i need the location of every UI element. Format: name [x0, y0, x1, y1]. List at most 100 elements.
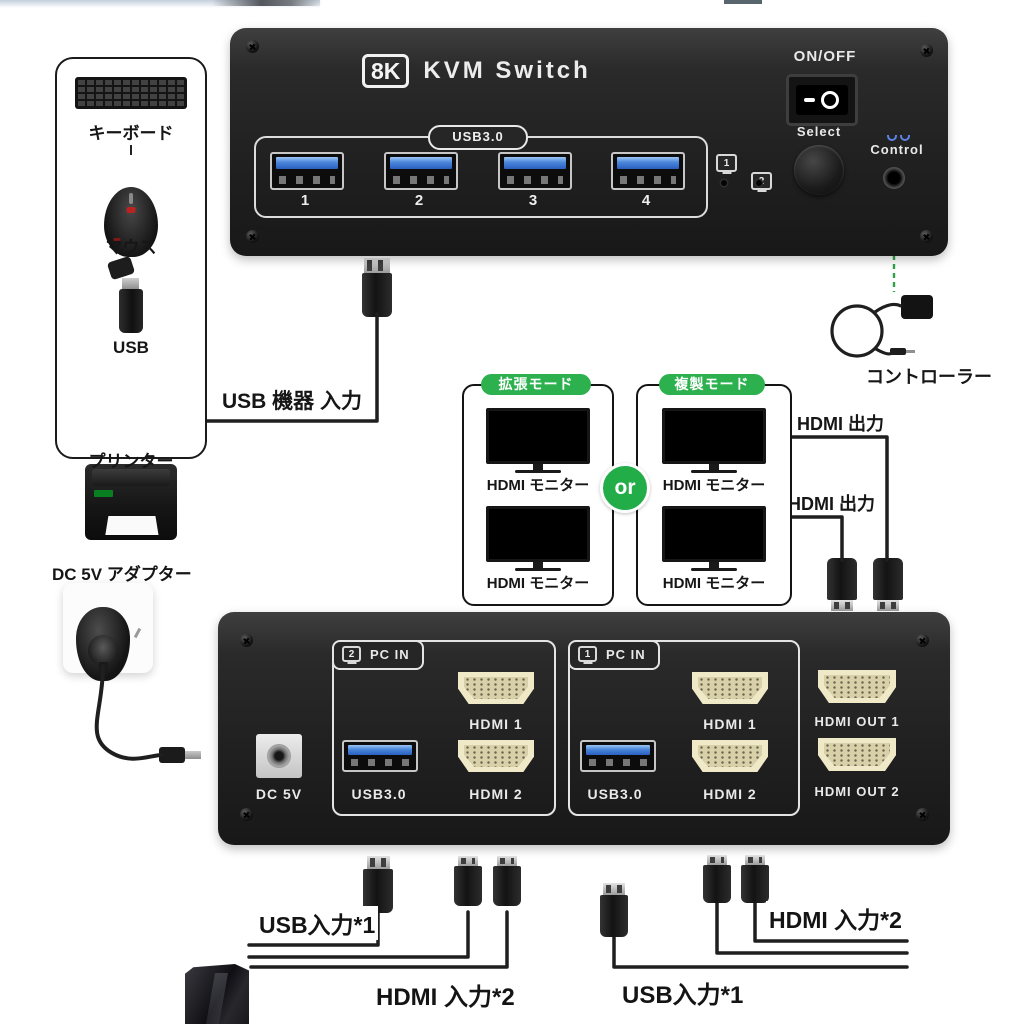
pc2-hdmi1-port: [458, 672, 534, 704]
screw-icon: [240, 634, 253, 647]
power-label: ON/OFF: [793, 48, 857, 65]
port-number-4: 4: [641, 192, 651, 209]
pc1-badge: 1: [584, 648, 591, 660]
pc-right-usb-cable: [612, 934, 909, 969]
pc1-group-label: PC IN: [606, 646, 646, 662]
indicator-1-number: 1: [723, 157, 730, 169]
screw-icon: [246, 230, 259, 243]
usb-port-2: [384, 152, 458, 190]
screw-icon: [246, 40, 259, 53]
hdmi-monitor-label: HDMI モニター: [486, 477, 590, 494]
pc-right-hdmi-label: HDMI 入力*2: [766, 901, 905, 935]
monitor-screen: [662, 506, 766, 562]
pc-left-usb-label: USB入力*1: [256, 906, 379, 940]
dc-barrel-socket: [267, 744, 291, 768]
hdmi-monitor-label: HDMI モニター: [486, 575, 590, 592]
power-on-glyph: [821, 90, 840, 109]
top-strip-smudge: [212, 0, 322, 6]
hdmi-out2-port: [818, 738, 896, 771]
monitor-stand: [533, 562, 543, 568]
screw-icon: [916, 808, 929, 821]
controller-cable-loop: [830, 304, 884, 358]
monitor-base: [691, 568, 737, 571]
monitor-base: [515, 568, 561, 571]
monitor-screen: [662, 408, 766, 464]
hdmi-input-plug-right-1: [703, 855, 731, 903]
controller-plug: [890, 348, 915, 355]
power-off-glyph: [804, 97, 816, 102]
pc1-group-tab: 1 PC IN: [568, 640, 660, 670]
hdmi-input-plug-right-2: [741, 855, 769, 903]
pc2-hdmi2-label: HDMI 2: [469, 786, 523, 802]
hdmi-out-plug-2: [827, 558, 857, 611]
pc1-hdmi1-label: HDMI 1: [703, 716, 757, 732]
or-badge: or: [600, 463, 650, 513]
pc1-usb-port: [580, 740, 656, 772]
hdmi-monitor-label: HDMI モニター: [662, 575, 766, 592]
control-jack: [883, 167, 905, 189]
monitor-base: [515, 470, 561, 473]
monitor-1-icon: 1: [578, 646, 597, 662]
hdmi-output-label-2: HDMI 出力: [788, 494, 875, 514]
screw-icon: [920, 44, 933, 57]
dc-port-label: DC 5V: [255, 786, 303, 802]
usb-stick-connector: [122, 278, 139, 289]
pc1-hdmi2-label: HDMI 2: [703, 786, 757, 802]
select-label: Select: [796, 124, 842, 139]
pc1-usb-label: USB3.0: [587, 786, 643, 802]
monitor-2-icon: 2: [342, 646, 361, 662]
usb-tongue: [586, 745, 650, 756]
controller-wire-a: [873, 302, 903, 314]
printer-panel: [94, 489, 113, 498]
usb-contacts: [589, 759, 647, 766]
control-led-glints: [887, 128, 913, 146]
pc-left-hdmi-label: HDMI 入力*2: [376, 984, 515, 1011]
led-2: [756, 180, 762, 186]
monitor-stand: [709, 562, 719, 568]
dc-barrel-plug: [159, 747, 201, 763]
hdmi-monitor-3: [662, 408, 766, 473]
pc2-usb-label: USB3.0: [351, 786, 407, 802]
kvm-rear-panel: DC 5V 2 PC IN USB3.0 HDMI 1 HDMI 2 1 PC …: [218, 612, 950, 845]
select-button: [794, 145, 844, 195]
hdmi-input-plug-left-1: [454, 856, 482, 906]
usb-tongue: [504, 157, 566, 170]
pc1-input-group: 1 PC IN USB3.0 HDMI 1 HDMI 2: [568, 640, 800, 816]
extended-mode-pill: 拡張モード: [481, 374, 591, 395]
hdmi-out1-label: HDMI OUT 1: [814, 714, 900, 729]
dc-adapter-label: DC 5V アダプター: [52, 565, 192, 584]
kvm-front-panel: 8K KVM Switch USB3.0 1 2 3 4 1 2 ON/OFF …: [230, 28, 948, 256]
device-title: KVM Switch: [423, 57, 591, 84]
usb-devices-plug: [362, 273, 392, 317]
keyboard-label: キーボード: [88, 124, 174, 143]
usb-contacts: [393, 175, 449, 184]
dc-power-port: [256, 734, 302, 778]
usb-stick-label: USB: [113, 338, 149, 357]
hdmi-out-plug-1: [873, 558, 903, 611]
usb-port-1: [270, 152, 344, 190]
hdmi-plug-tip: [831, 600, 853, 611]
duplicate-mode-box: HDMI モニター HDMI モニター: [636, 384, 792, 606]
hdmi-input-plug-left-2: [493, 856, 521, 906]
mouse-wire: [130, 145, 132, 155]
usb-plug-tip: [364, 258, 390, 273]
printer-label: プリンター: [88, 452, 174, 471]
usb-contacts: [620, 175, 676, 184]
hdmi-out1-port: [818, 670, 896, 703]
hdmi-monitor-1: [486, 408, 590, 473]
hdmi-plug-tip: [877, 600, 899, 611]
usb-tongue: [390, 157, 452, 170]
pc2-group-tab: 2 PC IN: [332, 640, 424, 670]
usb-contacts: [279, 175, 335, 184]
controller-label: コントローラー: [866, 367, 992, 387]
printer-image: [85, 464, 177, 540]
port-number-1: 1: [300, 192, 310, 209]
usb3-group-label: USB3.0: [452, 129, 504, 144]
pc1-hdmi2-port: [692, 740, 768, 772]
usb-stick-cap: [106, 255, 136, 281]
hdmi-out2-label: HDMI OUT 2: [814, 784, 900, 799]
mouse-image: [104, 187, 158, 257]
screw-icon: [240, 808, 253, 821]
monitor-base: [691, 470, 737, 473]
control-label: Control: [870, 142, 924, 157]
